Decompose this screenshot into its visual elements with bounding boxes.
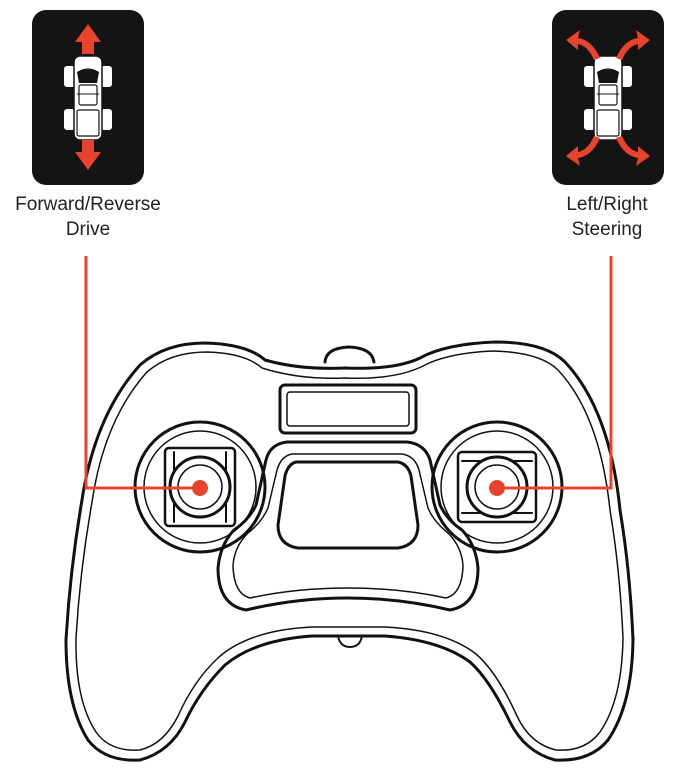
forward-reverse-label: Forward/Reverse Drive [0, 192, 176, 242]
right-joystick-marker [489, 480, 505, 496]
right-callout-line [497, 256, 613, 490]
forward-reverse-car-icon [32, 10, 144, 185]
curved-arrows-icon [566, 30, 650, 166]
arrow-up-icon [75, 24, 101, 54]
left-right-steering-car-icon [552, 10, 664, 185]
left-joystick-marker [192, 480, 208, 496]
display-panel [278, 383, 418, 435]
forward-reverse-label-line1: Forward/Reverse [15, 194, 161, 215]
controller-body [64, 340, 635, 762]
left-right-label-line1: Left/Right [566, 194, 648, 215]
left-right-steering-label: Left/Right Steering [532, 192, 682, 242]
forward-reverse-label-line2: Drive [65, 219, 111, 240]
left-right-label-line2: Steering [571, 219, 643, 240]
controller [64, 340, 635, 762]
arrow-down-icon [75, 140, 101, 170]
top-bump-button [323, 345, 376, 364]
left-callout-line [84, 256, 200, 490]
